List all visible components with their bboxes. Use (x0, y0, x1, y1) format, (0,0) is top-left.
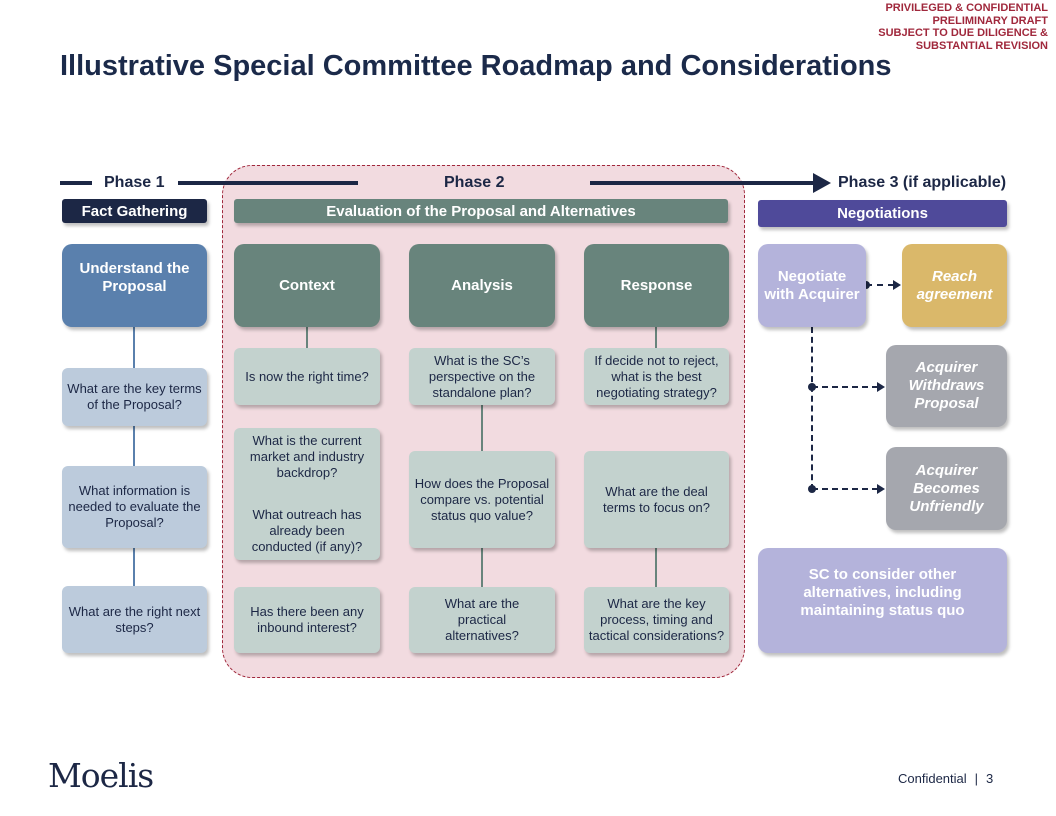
dashed-connector (812, 386, 878, 388)
legal-line: SUBSTANTIAL REVISION (915, 39, 1048, 52)
analysis-box: Analysis (409, 244, 555, 327)
phase-1-label: Phase 1 (104, 174, 165, 191)
question-box: Has there been any inbound interest? (234, 587, 380, 653)
legal-line: SUBJECT TO DUE DILIGENCE & (878, 27, 1048, 39)
question-box: What are the right next steps? (62, 586, 207, 653)
confidential-label: Confidential (898, 771, 967, 786)
arrow-icon (877, 382, 885, 392)
timeline-line (590, 181, 815, 185)
question-box: If decide not to reject, what is the bes… (584, 348, 729, 405)
negotiations-bar: Negotiations (758, 200, 1007, 227)
question-box: How does the Proposal compare vs. potent… (409, 451, 555, 548)
connector (655, 548, 657, 587)
timeline-line (178, 181, 358, 185)
phase-3-label: Phase 3 (if applicable) (838, 174, 1007, 191)
sc-alternatives-box: SC to consider other alternatives, inclu… (758, 548, 1007, 653)
connector (481, 405, 483, 451)
question-box: What are the key terms of the Proposal? (62, 368, 207, 426)
understand-proposal-box: Understand the Proposal (62, 244, 207, 327)
fact-gathering-bar: Fact Gathering (62, 199, 207, 223)
connector-dot (862, 281, 870, 289)
question-box: What are the deal terms to focus on? (584, 451, 729, 548)
response-box: Response (584, 244, 729, 327)
withdraws-box: Acquirer Withdraws Proposal (886, 345, 1007, 427)
dashed-connector (866, 284, 894, 286)
connector (306, 327, 308, 348)
unfriendly-box: Acquirer Becomes Unfriendly (886, 447, 1007, 530)
phase-2-label: Phase 2 (444, 174, 505, 191)
arrow-icon (893, 280, 901, 290)
legal-disclaimer: PRIVILEGED & CONFIDENTIAL PRELIMINARY DR… (878, 2, 1048, 52)
timeline-line (60, 181, 92, 185)
dashed-connector (811, 327, 813, 490)
page-number: 3 (986, 771, 994, 786)
legal-line: PRELIMINARY DRAFT (932, 14, 1049, 27)
dashed-connector (812, 488, 878, 490)
question-text: What is the current market and industry … (249, 433, 365, 480)
question-box: What information is needed to evaluate t… (62, 466, 207, 548)
evaluation-bar: Evaluation of the Proposal and Alternati… (234, 199, 728, 223)
question-box: What is the current market and industry … (234, 428, 380, 560)
separator: | (974, 771, 979, 786)
context-box: Context (234, 244, 380, 327)
negotiate-box: Negotiate with Acquirer (758, 244, 866, 327)
question-box: What is the SC’s perspective on the stan… (409, 348, 555, 405)
page-title: Illustrative Special Committee Roadmap a… (60, 50, 892, 82)
timeline-arrow-icon (813, 173, 831, 193)
connector (655, 327, 657, 348)
reach-agreement-box: Reach agreement (902, 244, 1007, 327)
footer-confidential: Confidential | 3 (898, 771, 993, 786)
connector-dot (808, 383, 816, 391)
moelis-logo: Moelis (48, 756, 154, 795)
arrow-icon (877, 484, 885, 494)
connector (481, 548, 483, 587)
question-box: What are the practical alternatives? (409, 587, 555, 653)
question-box: What are the key process, timing and tac… (584, 587, 729, 653)
question-box: Is now the right time? (234, 348, 380, 405)
legal-line: PRIVILEGED & CONFIDENTIAL (885, 2, 1048, 14)
connector-dot (808, 485, 816, 493)
question-text: What outreach has already been conducted… (251, 507, 363, 554)
